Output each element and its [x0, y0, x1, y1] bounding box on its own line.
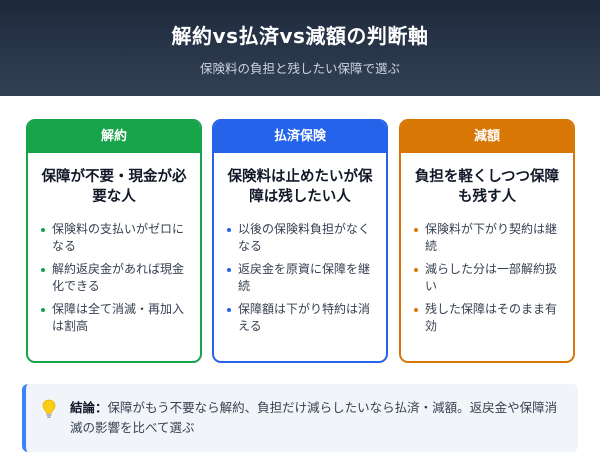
page-title: 解約vs払済vs減額の判断軸 [171, 24, 429, 48]
bullet-icon [41, 228, 45, 232]
list-item: 減らした分は一部解約扱い [413, 261, 563, 295]
bullet-icon [227, 308, 231, 312]
bullet-icon [41, 308, 45, 312]
column-label: 減額 [401, 121, 573, 153]
column-cancel: 解約 保障が不要・現金が必要な人 保険料の支払いがゼロになる 解約返戻金があれば… [26, 119, 202, 363]
column-list: 保険料の支払いがゼロになる 解約返戻金があれば現金化できる 保障は全て消滅・再加… [40, 221, 190, 335]
header: 解約vs払済vs減額の判断軸 保険料の負担と残したい保障で選ぶ [0, 0, 600, 96]
conclusion-box: 結論：保障がもう不要なら解約、負担だけ減らしたいなら払済・減額。返戻金や保障消滅… [22, 384, 578, 452]
bullet-icon [227, 268, 231, 272]
bullet-icon [414, 308, 418, 312]
column-title: 負担を軽くしつつ保障も残す人 [414, 169, 560, 205]
list-item: 以後の保険料負担がなくなる [226, 221, 376, 255]
column-list: 以後の保険料負担がなくなる 返戻金を原資に保障を継続 保障額は下がり特約は消える [226, 221, 376, 335]
list-item: 保険料が下がり契約は継続 [413, 221, 563, 255]
page-subtitle: 保険料の負担と残したい保障で選ぶ [199, 61, 400, 76]
conclusion-label: 結論： [70, 400, 108, 415]
list-item: 解約返戻金があれば現金化できる [40, 261, 190, 295]
column-title: 保険料は止めたいが保障は残したい人 [227, 169, 373, 205]
column-title: 保障が不要・現金が必要な人 [41, 169, 187, 205]
bullet-icon [414, 228, 418, 232]
lightbulb-icon [42, 399, 56, 418]
bullet-icon [414, 268, 418, 272]
conclusion-text: 結論：保障がもう不要なら解約、負担だけ減らしたいなら払済・減額。返戻金や保障消滅… [70, 398, 564, 438]
list-item: 返戻金を原資に保障を継続 [226, 261, 376, 295]
bullet-icon [41, 268, 45, 272]
conclusion-body: 保障がもう不要なら解約、負担だけ減らしたいなら払済・減額。返戻金や保障消滅の影響… [70, 400, 558, 435]
column-paid-up: 払済保険 保険料は止めたいが保障は残したい人 以後の保険料負担がなくなる 返戻金… [212, 119, 388, 363]
column-reduce: 減額 負担を軽くしつつ保障も残す人 保険料が下がり契約は継続 減らした分は一部解… [399, 119, 575, 363]
column-label: 払済保険 [214, 121, 386, 153]
column-list: 保険料が下がり契約は継続 減らした分は一部解約扱い 残した保障はそのまま有効 [413, 221, 563, 335]
list-item: 保険料の支払いがゼロになる [40, 221, 190, 255]
column-label: 解約 [28, 121, 200, 153]
list-item: 保障額は下がり特約は消える [226, 301, 376, 335]
bullet-icon [227, 228, 231, 232]
list-item: 保障は全て消滅・再加入は割高 [40, 301, 190, 335]
list-item: 残した保障はそのまま有効 [413, 301, 563, 335]
